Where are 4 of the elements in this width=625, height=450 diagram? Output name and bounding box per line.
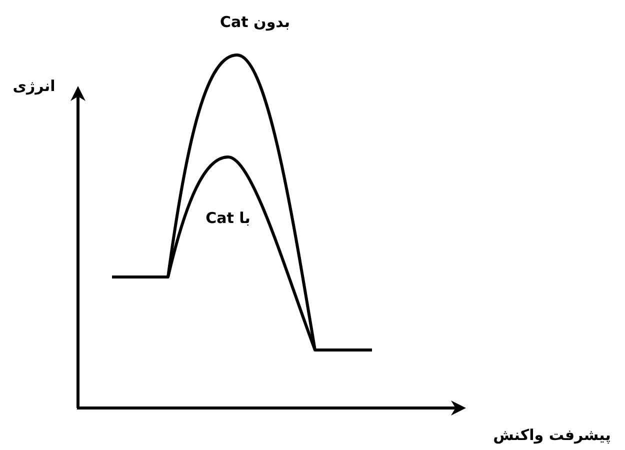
curve-label: با Cat xyxy=(206,209,250,227)
axis-label: انرژی xyxy=(12,77,56,95)
axis-label: پیشرفت واکنش xyxy=(493,426,611,444)
curve-label: بدون Cat xyxy=(220,13,290,31)
